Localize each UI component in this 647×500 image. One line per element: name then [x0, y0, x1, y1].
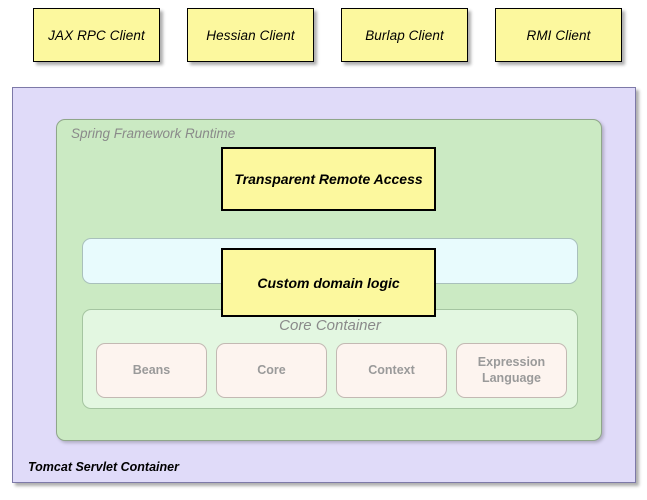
client-box-label: JAX RPC Client [48, 27, 145, 43]
core-module-beans[interactable]: Beans [96, 343, 207, 398]
core-module-label: Core [257, 362, 286, 377]
client-box-jax-rpc-client[interactable]: JAX RPC Client [33, 8, 160, 62]
core-module-core[interactable]: Core [216, 343, 327, 398]
client-box-label: Burlap Client [365, 27, 444, 43]
core-module-label: Beans [132, 362, 171, 377]
client-box-hessian-client[interactable]: Hessian Client [187, 8, 314, 62]
core-container[interactable]: Core Container Beans Core Context Expressio… [82, 309, 578, 409]
core-module-label: Context [368, 362, 415, 377]
client-box-label: RMI Client [526, 27, 591, 43]
feature-box-label: Transparent Remote Access [234, 171, 423, 187]
core-container-label: Core Container [279, 317, 381, 334]
client-box-label: Hessian Client [206, 27, 295, 43]
client-box-burlap-client[interactable]: Burlap Client [341, 8, 468, 62]
feature-box-custom-domain-logic[interactable]: Custom domain logic [221, 248, 436, 317]
feature-box-label: Custom domain logic [257, 274, 400, 291]
spring-framework-runtime-label: Spring Framework Runtime [71, 126, 236, 141]
core-module-context[interactable]: Context [336, 343, 447, 398]
tomcat-servlet-container-label: Tomcat Servlet Container [28, 460, 179, 474]
client-box-rmi-client[interactable]: RMI Client [495, 8, 622, 62]
feature-box-transparent-remote-access[interactable]: Transparent Remote Access [221, 147, 436, 211]
